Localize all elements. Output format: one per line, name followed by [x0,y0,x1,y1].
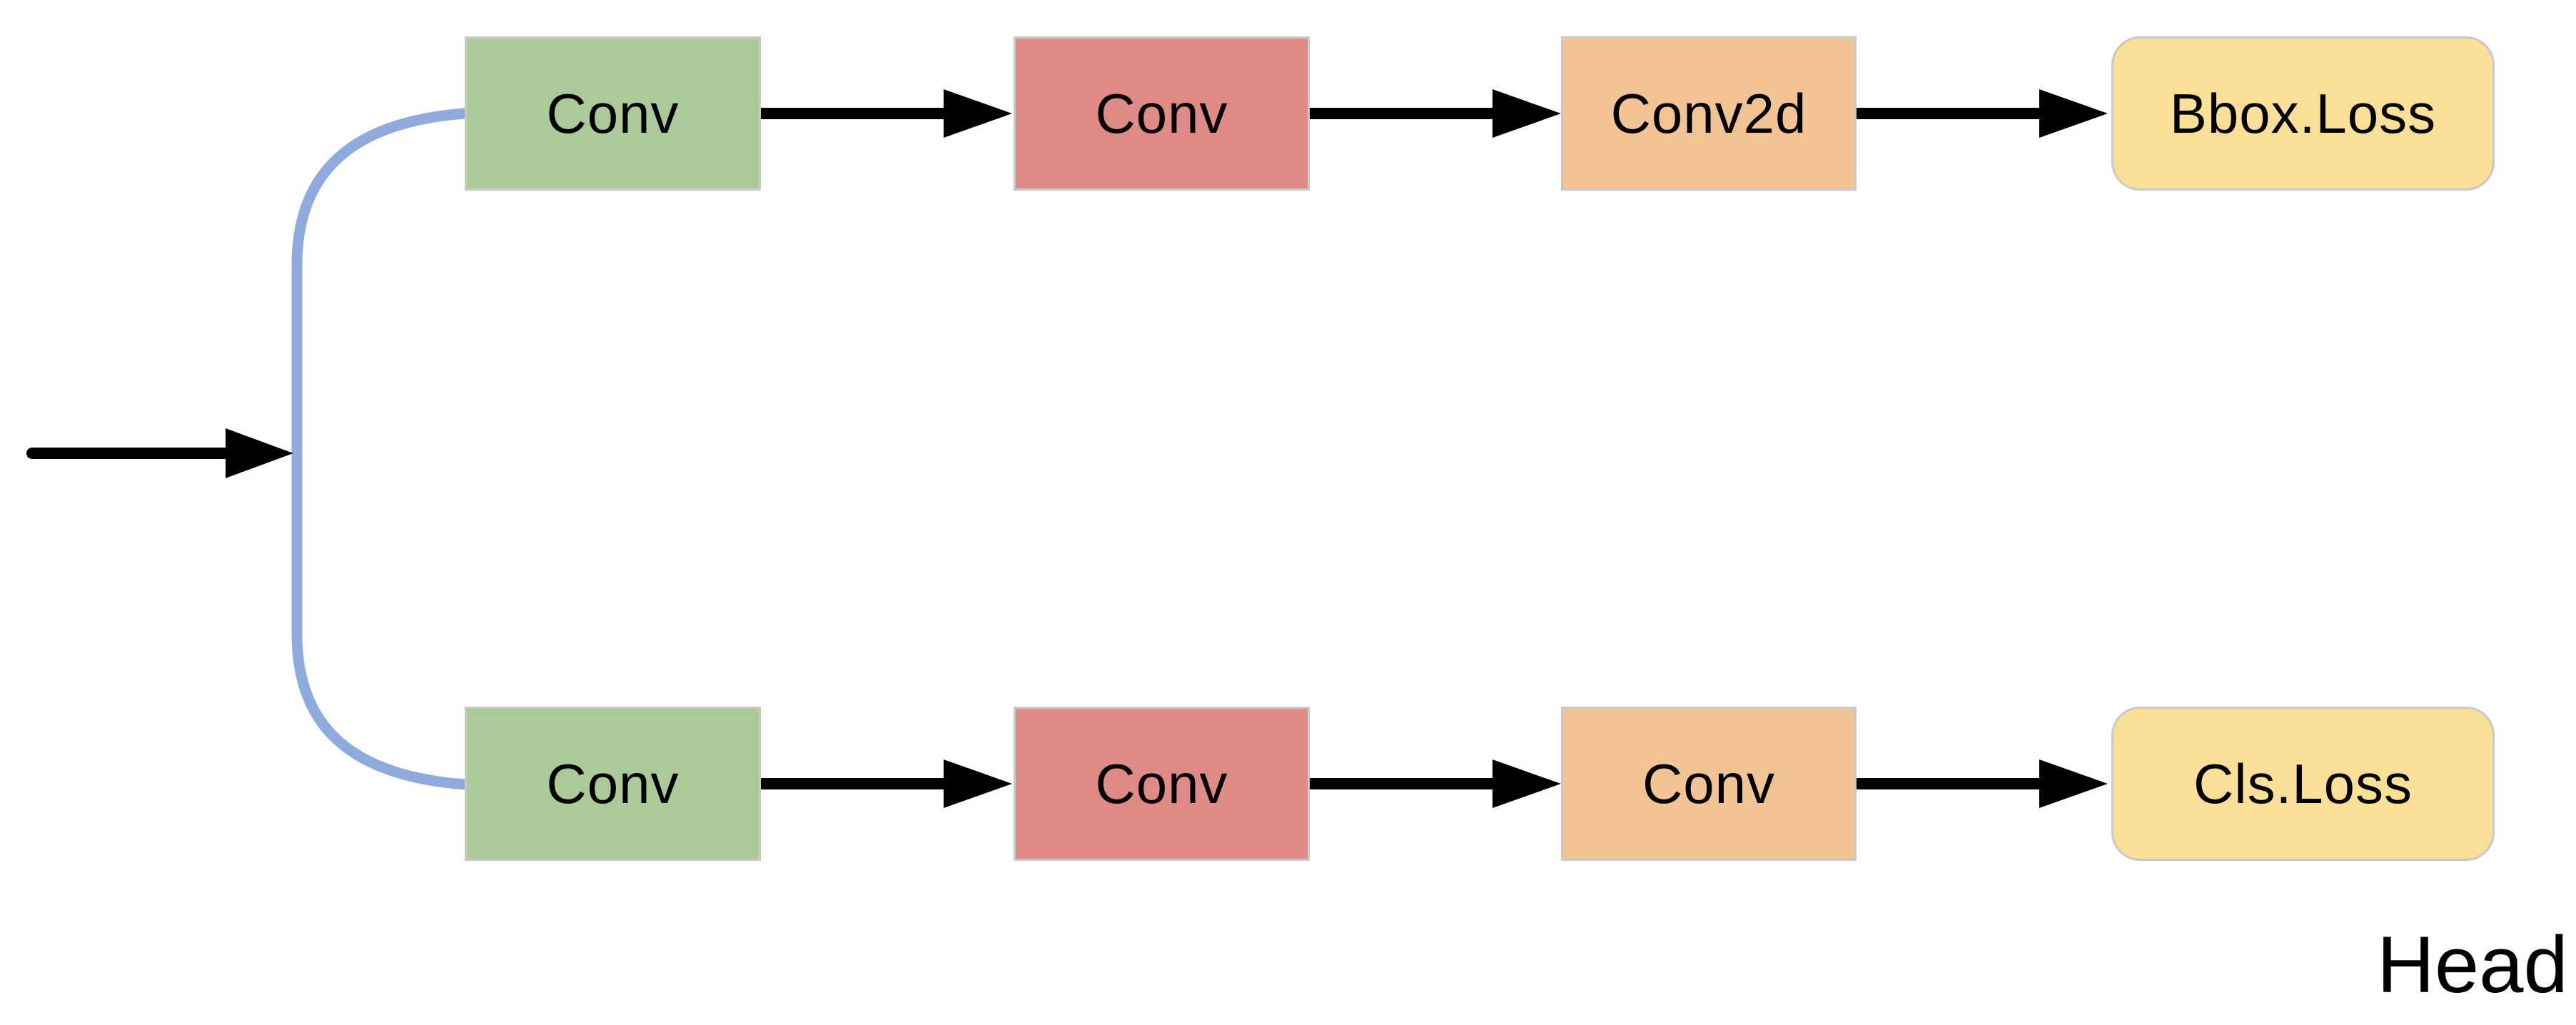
arrow-bottom-conv2-to-conv3-icon [1305,759,1561,808]
node-bbox-loss: Bbox.Loss [2111,36,2495,191]
region-label-head: Head [2377,920,2568,1009]
node-top-conv-2: Conv [1014,36,1310,191]
node-label: Conv [1095,752,1228,815]
node-label: Conv2d [1610,81,1807,145]
node-label: Conv [546,81,680,145]
node-label: Conv [546,752,680,815]
arrow-bottom-conv1-to-conv2-icon [757,759,1012,808]
node-bottom-conv-3: Conv [1561,707,1857,861]
input-arrow-icon [26,428,293,478]
arrow-top-conv1-to-conv2-icon [757,89,1012,138]
node-label: Conv [1642,752,1776,815]
node-cls-loss: Cls.Loss [2111,707,2495,861]
node-label: Cls.Loss [2193,752,2413,815]
arrow-bottom-conv3-to-clsloss-icon [1852,759,2108,808]
split-connector-curve [291,108,470,790]
node-label: Bbox.Loss [2169,81,2437,145]
node-label: Conv [1095,81,1228,145]
arrow-top-conv2-to-conv2d-icon [1305,89,1561,138]
node-top-conv-1: Conv [465,36,761,191]
node-top-conv2d: Conv2d [1561,36,1857,191]
node-bottom-conv-1: Conv [465,707,761,861]
node-bottom-conv-2: Conv [1014,707,1310,861]
arrow-top-conv2d-to-bboxloss-icon [1852,89,2108,138]
